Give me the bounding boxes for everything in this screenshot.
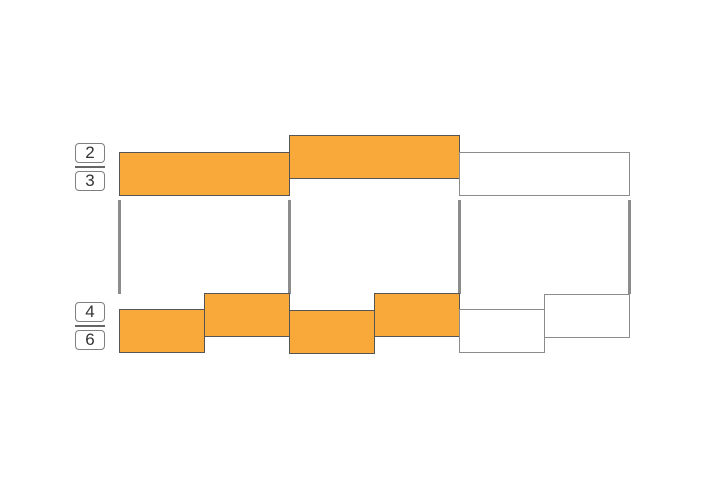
divider-line-1 [118, 200, 121, 294]
bottom-sixth-5-empty [459, 309, 545, 353]
bottom-sixth-6-empty [544, 294, 630, 338]
top-numerator: 2 [75, 143, 105, 163]
bottom-denominator: 6 [75, 330, 105, 350]
top-denominator: 3 [75, 171, 105, 191]
divider-line-3 [458, 200, 461, 294]
bottom-sixth-4-shaded [374, 293, 460, 337]
bottom-numerator: 4 [75, 302, 105, 322]
divider-line-4 [628, 200, 631, 294]
top-third-2-shaded [289, 135, 460, 179]
bottom-sixth-1-shaded [119, 309, 205, 353]
top-fraction-bar [75, 166, 105, 168]
divider-line-2 [288, 200, 291, 294]
bottom-fraction-bar [75, 325, 105, 327]
bottom-sixth-2-shaded [204, 293, 290, 337]
top-third-3-empty [459, 152, 630, 196]
bottom-sixth-3-shaded [289, 310, 375, 354]
top-third-1-shaded [119, 152, 290, 196]
